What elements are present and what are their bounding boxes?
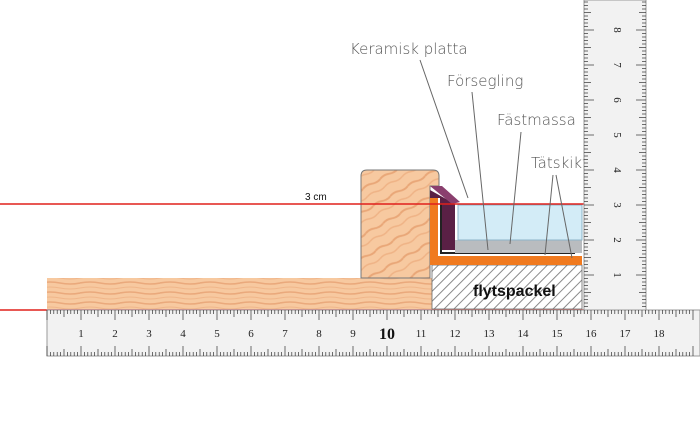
v-ruler-number: 7 — [611, 62, 623, 68]
v-ruler-number: 4 — [611, 167, 623, 173]
threshold-profile — [360, 169, 440, 279]
h-ruler-number: 3 — [146, 328, 152, 340]
label-keramisk-platta: Keramisk platta — [350, 40, 468, 58]
h-ruler-number: 12 — [450, 328, 461, 340]
v-ruler-number: 1 — [611, 272, 623, 278]
h-ruler-number: 11 — [416, 328, 427, 340]
h-ruler-number: 16 — [586, 328, 598, 340]
sealant-layer — [430, 190, 455, 250]
floor-board — [47, 278, 432, 309]
h-ruler-number: 2 — [112, 328, 118, 340]
sealant-tip — [430, 186, 460, 204]
h-ruler-number: 17 — [620, 328, 632, 340]
leader-keramisk-platta — [419, 59, 469, 199]
h-ruler-number: 7 — [282, 328, 288, 340]
v-ruler-number: 5 — [611, 132, 623, 138]
h-ruler-number: 9 — [350, 328, 356, 340]
v-ruler-number: 6 — [611, 97, 623, 103]
height-marker-label: 3 cm — [305, 192, 327, 203]
label-flytspackel: flytspackel — [473, 283, 556, 300]
screed-block — [431, 264, 583, 310]
h-ruler-number: 5 — [214, 328, 220, 340]
ceramic-tile — [457, 204, 583, 241]
v-ruler-number: 3 — [611, 202, 623, 208]
h-ruler-number: 14 — [518, 328, 530, 340]
h-ruler-number: 4 — [180, 328, 186, 340]
h-ruler-number: 1 — [78, 328, 84, 340]
leader-forsegling — [471, 91, 489, 251]
membrane-layer — [430, 198, 582, 265]
h-ruler-number: 6 — [248, 328, 254, 340]
leader-tatskikt-1 — [544, 174, 554, 256]
v-ruler-number: 2 — [611, 237, 623, 243]
label-tatskikt: Tätskikt — [531, 154, 588, 172]
h-ruler-number: 10 — [379, 326, 395, 343]
label-forsegling: Försegling — [447, 72, 523, 90]
leader-fastmassa — [509, 131, 522, 245]
v-ruler-number: 8 — [611, 27, 623, 33]
leader-tatskikt-2 — [555, 174, 573, 259]
label-fastmassa: Fästmassa — [497, 111, 576, 129]
h-ruler-number: 18 — [654, 328, 666, 340]
adhesive-layer — [455, 240, 582, 253]
h-ruler-number: 15 — [552, 328, 564, 340]
h-ruler-number: 8 — [316, 328, 322, 340]
h-ruler-number: 13 — [484, 328, 496, 340]
